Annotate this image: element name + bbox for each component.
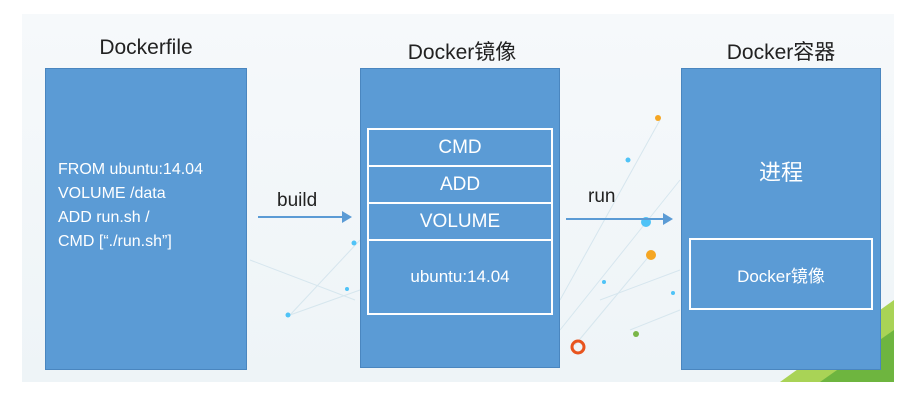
decor-dot [633,331,639,337]
dockerfile-line: ADD run.sh / [58,209,150,226]
decor-dot [646,250,656,260]
dockerfile-content: FROM ubuntu:14.04 VOLUME /data ADD run.s… [58,158,203,254]
container-box [681,68,881,370]
image-box [360,68,560,368]
decor-dot [655,115,661,121]
build-label: build [277,190,318,211]
decor-dot [602,280,606,284]
dockerfile-line: FROM ubuntu:14.04 [58,161,203,178]
image-layer-base: ubuntu:14.04 [410,267,510,286]
image-title: Docker镜像 [407,41,517,64]
run-label: run [588,186,616,207]
container-inner-image: Docker镜像 [689,238,873,310]
decor-dot [285,312,291,318]
container-process-label: 进程 [758,160,803,185]
image-layer-cmd: CMD [369,130,551,167]
run-arrow-head [663,213,673,225]
decor-dot [345,287,349,291]
build-arrow-head [342,211,352,223]
dockerfile-title: Dockerfile [99,36,193,59]
decor-dot [671,291,675,295]
image-layer-add: ADD [369,167,551,204]
decor-dot [351,240,357,246]
decor-ring [570,339,586,355]
image-layer-volume: VOLUME [369,204,551,241]
dockerfile-box [45,68,247,370]
decor-dot [625,157,631,163]
dockerfile-line: VOLUME /data [58,185,166,202]
container-title: Docker容器 [726,41,836,64]
dockerfile-line: CMD [“./run.sh”] [58,233,172,250]
image-layers: CMD ADD VOLUME ubuntu:14.04 [367,128,553,315]
